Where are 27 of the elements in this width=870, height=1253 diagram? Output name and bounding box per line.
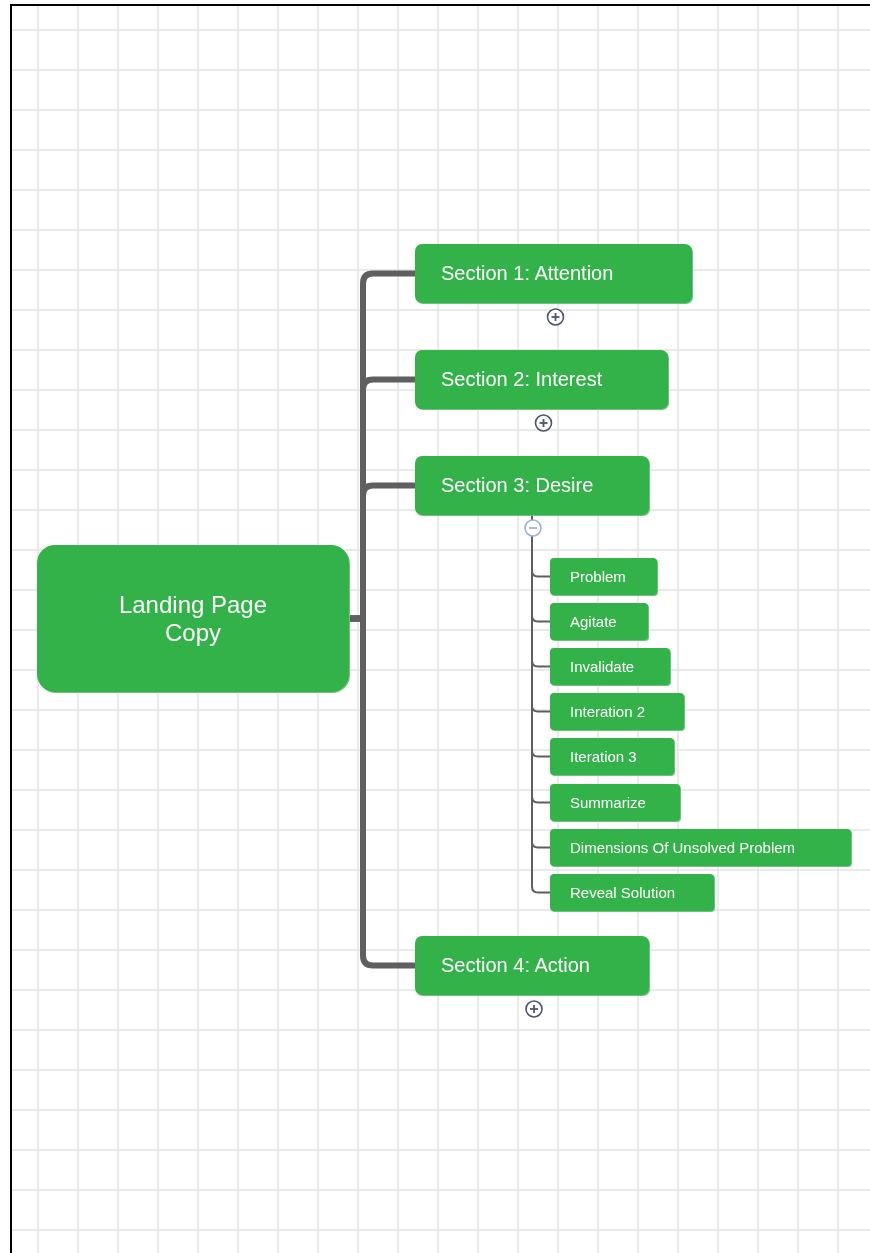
topic-box (415, 456, 649, 515)
subtopic-label: Iteration 3 (570, 748, 637, 765)
subtopic-box (550, 874, 714, 911)
topic-label: Section 1: Attention (441, 262, 614, 285)
subtopic-box (550, 784, 680, 821)
subtopic-box (550, 603, 648, 640)
topic-label: Section 4: Action (441, 954, 590, 977)
subtopic-label: Reveal Solution (570, 884, 676, 901)
subtopic-label: Invalidate (570, 658, 635, 675)
subtopic-box (550, 648, 670, 685)
topic-label: Section 2: Interest (441, 368, 603, 391)
subtopic-box (550, 738, 674, 775)
subtopic-box (550, 558, 657, 595)
topic-box (415, 350, 668, 409)
subtopic-label: Dimensions Of Unsolved Problem (570, 839, 796, 856)
topic-label: Section 3: Desire (441, 474, 594, 497)
branch-connector (349, 615, 415, 969)
topic-box (415, 936, 649, 995)
subtopic-label: Interation 2 (570, 703, 646, 720)
central-topic-label: Landing Page Copy (117, 590, 269, 647)
subtopic-label: Summarize (570, 794, 646, 811)
central-topic-box (37, 545, 349, 692)
subtopic-box (550, 829, 851, 866)
subtopic-label: Agitate (570, 613, 617, 630)
subtopic-label: Problem (570, 568, 626, 585)
subtopic-box (550, 693, 684, 730)
topic-box (415, 244, 692, 303)
